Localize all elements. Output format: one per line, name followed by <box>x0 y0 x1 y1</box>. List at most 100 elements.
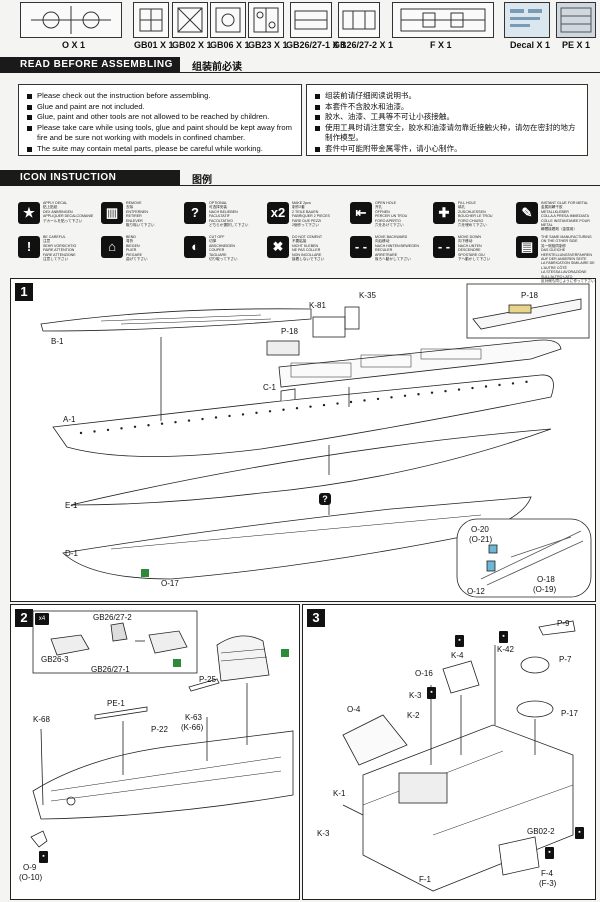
part-label-gb2627-2: GB26/27-2 X 1 <box>333 40 394 50</box>
instruction-cn-item: 本套件不含胶水和油漆。 <box>315 102 579 113</box>
label-p-7: P-7 <box>559 655 572 664</box>
green-part-marker <box>141 569 149 577</box>
label-k-63: K-63 <box>185 713 202 722</box>
porthole <box>363 399 366 402</box>
porthole <box>93 430 96 433</box>
decal-sheet-image <box>504 2 550 38</box>
legend-icon-text: CUT OFF 切掉 ABSCHNEIDEN COUPER TAGLIARE 切… <box>209 235 238 262</box>
porthole <box>133 425 137 428</box>
legend-icon: ⇤ <box>350 202 372 224</box>
legend-icon: ✎ <box>516 202 538 224</box>
porthole <box>295 407 299 410</box>
label-o-18: O-18 <box>537 575 555 584</box>
porthole <box>309 405 312 408</box>
label-o-19: (O-19) <box>533 585 557 594</box>
label-c-1: C-1 <box>263 383 276 392</box>
part-label-gb06: GB06 X 1 <box>210 40 250 50</box>
label-gb02-2: GB02-2 <box>527 827 555 836</box>
porthole <box>376 397 380 401</box>
porthole <box>106 428 110 432</box>
legend-icon-text: BEND 弯折 BIEGEN PLIER PIEGARE 曲げて下さい <box>126 235 148 262</box>
label-k-42: K-42 <box>497 645 514 654</box>
read-before-header: READ BEFORE ASSEMBLING 组装前必读 <box>0 57 600 73</box>
porthole <box>187 419 191 422</box>
legend-icon: x2 <box>267 202 289 224</box>
label-e-1: E-1 <box>65 501 78 510</box>
glue-icon: ▪ <box>545 847 554 859</box>
step-number: 1 <box>15 283 33 301</box>
legend-icon: ▥ <box>101 202 123 224</box>
legend-icon: ✚ <box>433 202 455 224</box>
step-2-drawing <box>30 610 294 848</box>
label-k-81: K-81 <box>309 301 326 310</box>
legend-icon-text: REMOVE 去除 ENTFERNEN RETIRER ENLEVER 取り除い… <box>126 201 155 228</box>
label-k-3-lower: K-3 <box>317 829 330 838</box>
label-o-10: (O-10) <box>19 873 43 882</box>
label-k-68: K-68 <box>33 715 50 724</box>
read-before-title-cn: 组装前必读 <box>192 62 242 73</box>
sprue-gb01-image <box>133 2 169 38</box>
label-k-1: K-1 <box>333 789 346 798</box>
sprue-gb06-image <box>210 2 246 38</box>
optional-icon: ? <box>319 493 331 505</box>
step-number: 2 <box>15 609 33 627</box>
label-k-4: K-4 <box>451 651 464 660</box>
label-p-9: P-9 <box>557 619 570 628</box>
porthole <box>390 396 393 399</box>
instruction-cn-item: 胶水、油漆、工具等不可让小孩接触。 <box>315 112 579 123</box>
porthole <box>79 431 83 435</box>
legend-icon: ◐ <box>184 236 206 258</box>
part-label-gb01: GB01 X 1 <box>134 40 174 50</box>
legend-icon-text: MOVE DOWN 向下移动 NACH UNTEN DESCENDRE SPOS… <box>458 235 491 262</box>
glue-icon: ▪ <box>39 851 48 863</box>
step-3-panel: 3 P-9 ▪ K-4 ▪ K-42 P-7 O-16 ▪ K-3 O-4 <box>302 604 596 900</box>
porthole <box>282 408 285 411</box>
part-label-gb02: GB02 X 1 <box>172 40 212 50</box>
instruction-en-item: Please check out the instruction before … <box>27 91 293 102</box>
label-gb26-27-2: GB26/27-2 <box>93 613 132 622</box>
part-label-pe: PE X 1 <box>562 40 591 50</box>
read-before-title: READ BEFORE ASSEMBLING <box>0 57 180 73</box>
porthole <box>147 424 150 427</box>
porthole <box>322 403 326 407</box>
legend-icon: ? <box>184 202 206 224</box>
label-o-4: O-4 <box>347 705 361 714</box>
instruction-cn-item: 套件中可能附带金属零件，请小心制作。 <box>315 144 579 155</box>
label-b-1: B-1 <box>51 337 64 346</box>
glue-icon: ▪ <box>455 635 464 647</box>
instruction-en-item: The suite may contain metal parts, pleas… <box>27 144 293 155</box>
porthole <box>255 411 258 415</box>
porthole <box>349 400 353 404</box>
part-label-gb2627-1: GB26/27-1 X 1 <box>286 40 347 50</box>
header-rule <box>180 72 600 73</box>
porthole <box>268 410 272 413</box>
label-k-35: K-35 <box>359 291 376 300</box>
label-p-25: P-25 <box>199 675 216 684</box>
part-label-gb23: GB23 X 1 <box>248 40 288 50</box>
icon-instruction-title-cn: 图例 <box>192 175 212 186</box>
legend-icon-text: MAKE 2pcs 制作2套 2 TEILE BAUEN FABRIQUER 2… <box>292 201 330 228</box>
green-part-marker <box>173 659 181 667</box>
label-d-1: D-1 <box>65 549 78 558</box>
porthole <box>403 394 407 397</box>
step-2-panel: 2 x4 GB26/27-2 GB <box>10 604 300 900</box>
label-k-66: (K-66) <box>181 723 204 732</box>
label-f-4: F-4 <box>541 869 553 878</box>
make-4-badge: x4 <box>35 613 49 625</box>
step-1-drawing <box>40 283 592 598</box>
porthole <box>174 420 177 424</box>
porthole <box>228 414 231 418</box>
porthole <box>336 402 339 405</box>
legend-icon-text: THE SAME MANUFACTURING ON THE OTHER SIDE… <box>541 235 595 284</box>
porthole <box>241 413 245 416</box>
porthole <box>525 380 528 384</box>
instruction-en-item: Glue, paint and other tools are not allo… <box>27 112 293 123</box>
label-k-2: K-2 <box>407 711 420 720</box>
legend-icon-text: OPTIONAL 可选择安装 NACH BELIEBEN FACULTATIF … <box>209 201 249 228</box>
porthole <box>201 417 204 421</box>
glue-icon: ▪ <box>427 687 436 699</box>
sprue-gb2627-1-image <box>290 2 332 38</box>
legend-icon-text: MOVE BACKWARD 向后移动 NACH HINTEN BEWEGEN R… <box>375 235 419 262</box>
glue-icon: ▪ <box>575 827 584 839</box>
legend-icon-text: INSTANT GLUE FOR METAL 金属用瞬干胶 METALLKLEB… <box>541 201 590 232</box>
